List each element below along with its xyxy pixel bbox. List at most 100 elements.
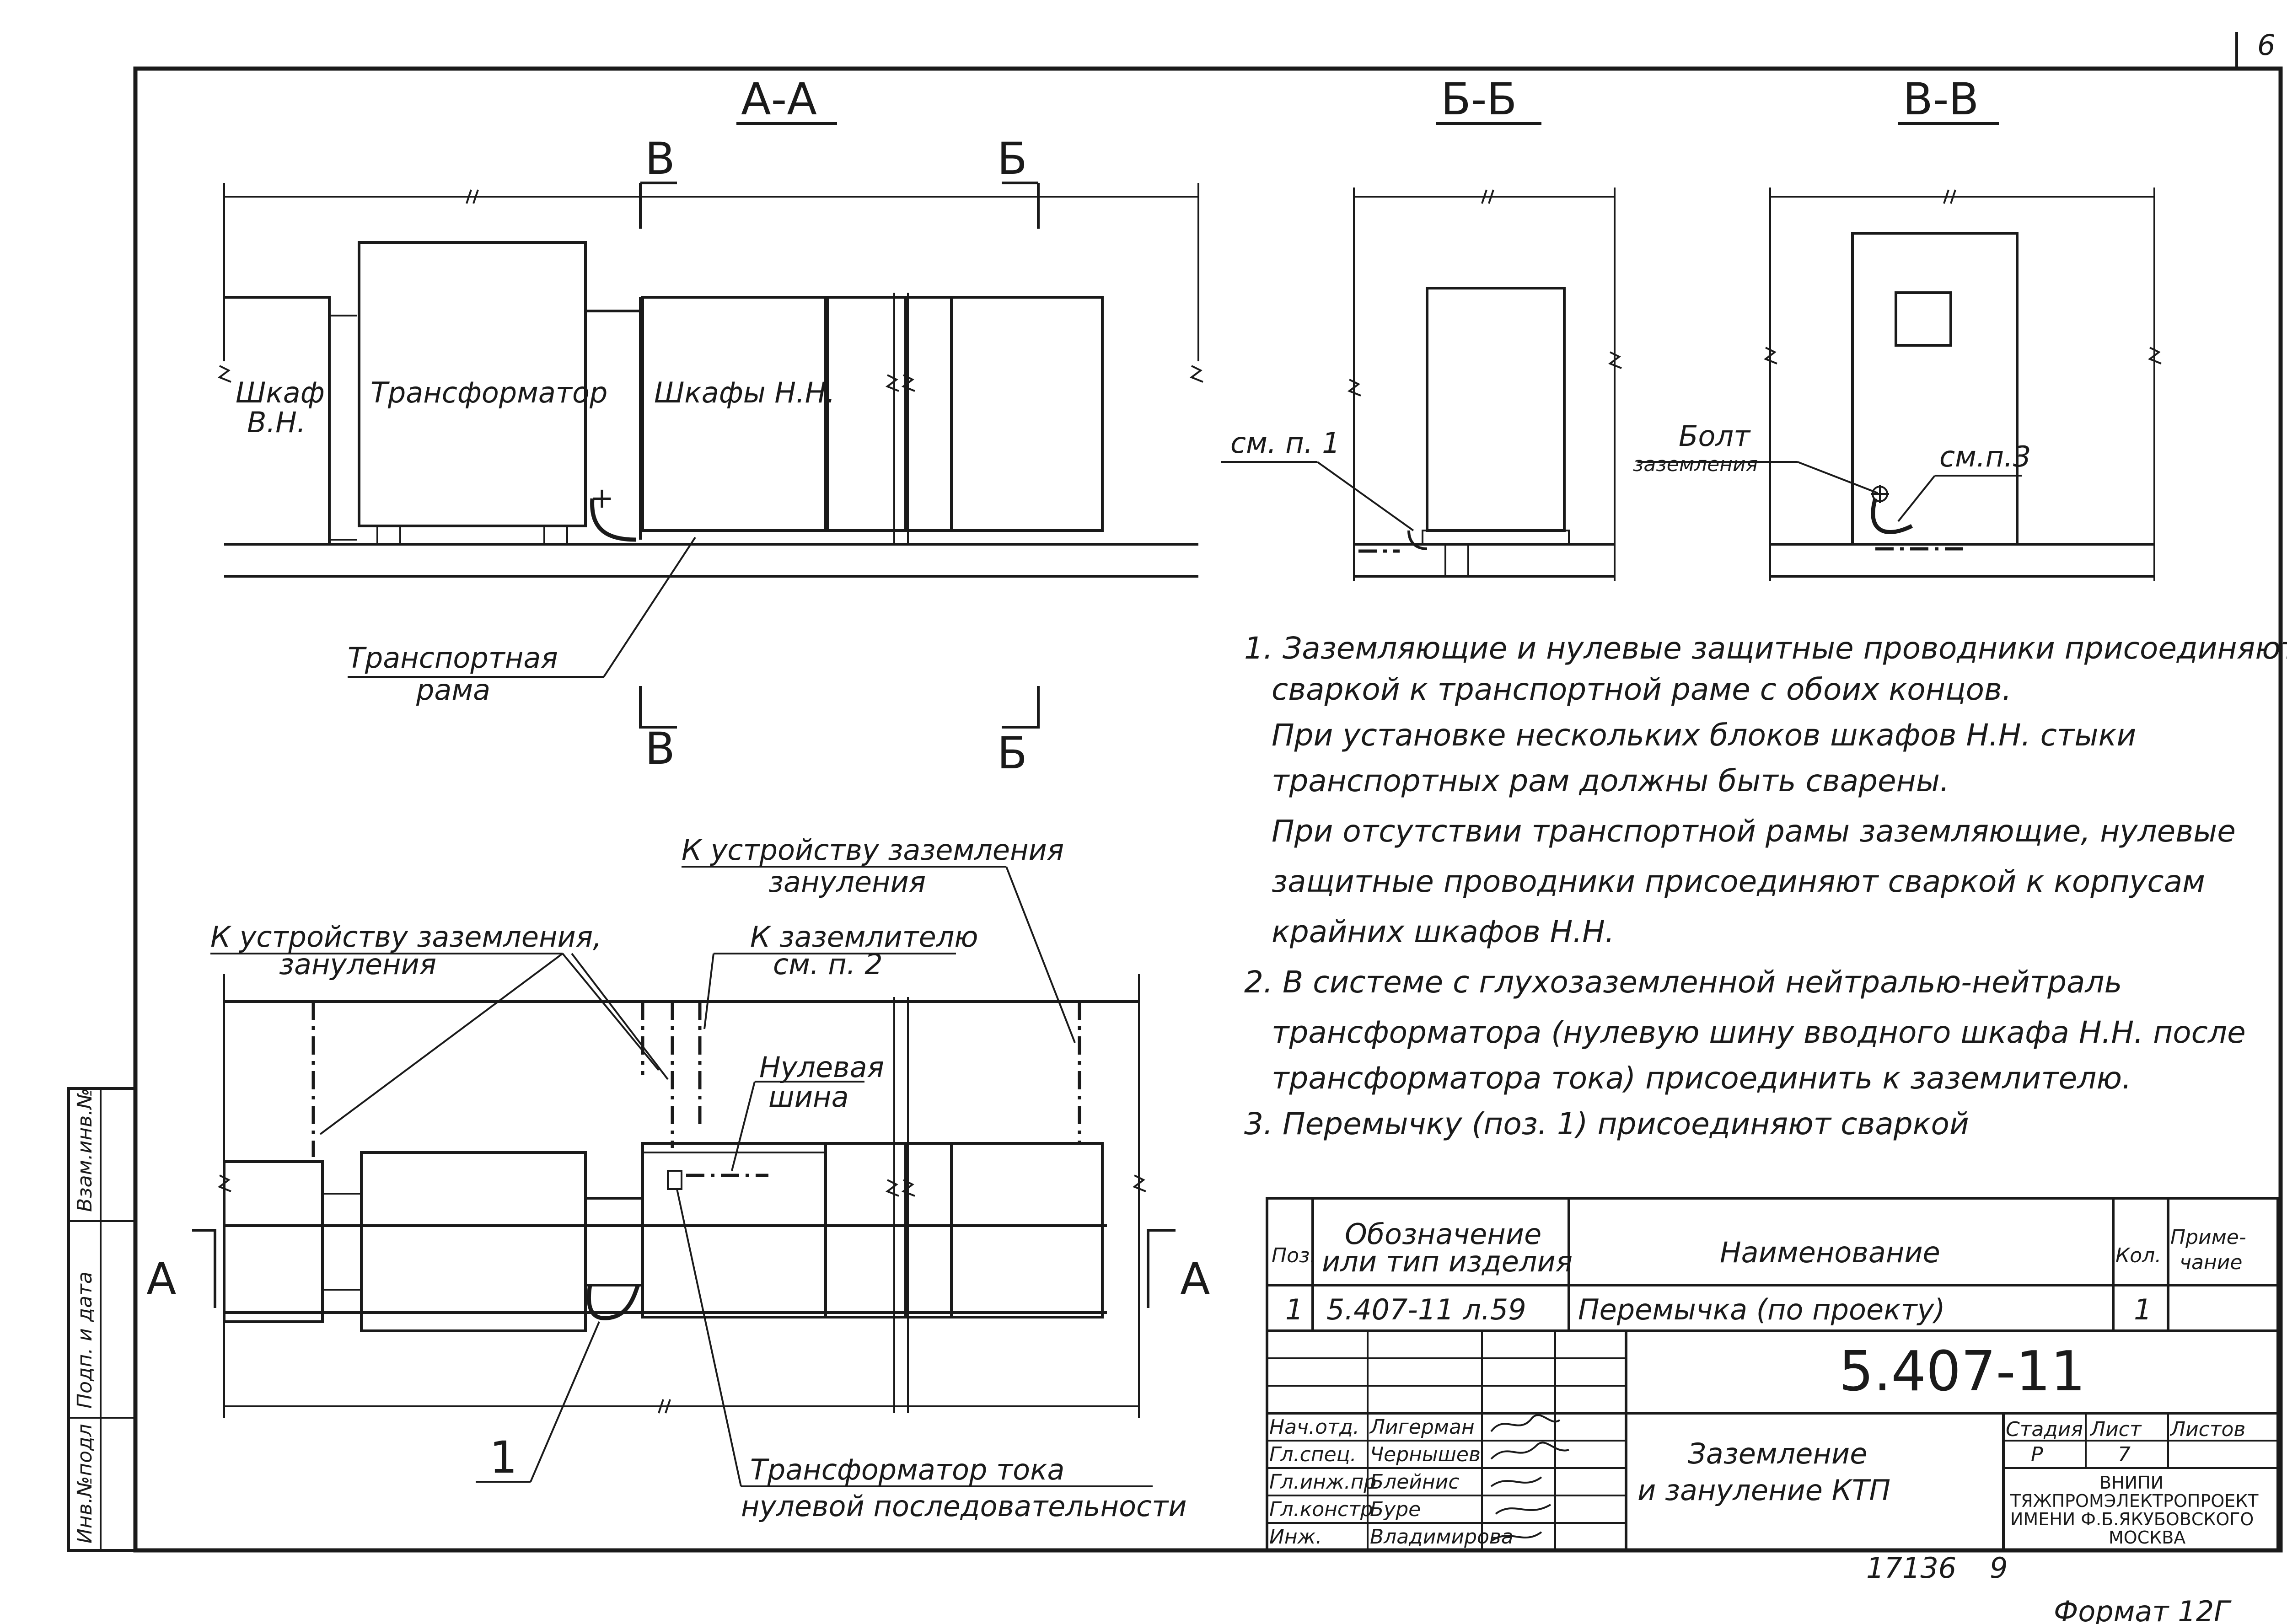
vv-cabinet — [1851, 232, 2019, 546]
section-vv-view: Болт заземления см.п.3 — [1633, 188, 2162, 581]
note-line: трансформатора (нулевую шину вводного шк… — [1272, 1015, 2246, 1050]
sheet-header: Лист — [2089, 1418, 2142, 1441]
cut-v-top: В — [645, 133, 675, 184]
signature-role: Инж. — [1269, 1525, 1322, 1549]
sheets-header: Листов — [2169, 1418, 2245, 1441]
org-line-1: ВНИПИ — [2099, 1473, 2164, 1493]
to-grounding-right-2: зануления — [768, 865, 926, 899]
sheet-value: 7 — [2118, 1443, 2131, 1466]
hv-cabinet-label-2: В.Н. — [247, 406, 306, 439]
signature-name: Чернышев — [1370, 1443, 1481, 1466]
svg-text:+: + — [590, 481, 614, 515]
section-aa-title: А-А — [741, 74, 817, 125]
transformer-body — [358, 241, 587, 527]
see-p3-label: см.п.3 — [1939, 440, 2031, 473]
org-line-4: МОСКВА — [2109, 1528, 2185, 1548]
note-line: защитные проводники присоединяют сваркой… — [1272, 864, 2205, 899]
title-block: 5.407-11 Заземление и зануление КТП Стад… — [1266, 1329, 2279, 1552]
note-line: При установке нескольких блоков шкафов Н… — [1272, 718, 2136, 753]
hv-cabinet-label-1: Шкаф — [236, 376, 325, 409]
plan-lv-cabinet-2 — [824, 1142, 907, 1318]
spec-header-note-2: чание — [2180, 1251, 2242, 1274]
spec-row-designation: 5.407-11 л.59 — [1326, 1293, 1526, 1326]
note-line: трансформатора тока) присоединить к зазе… — [1272, 1061, 2131, 1096]
spec-header-qty: Кол. — [2115, 1244, 2161, 1267]
to-grounding-left-2: зануления — [279, 948, 436, 981]
bolt-label-1: Болт — [1679, 419, 1751, 453]
pos-1-label: 1 — [489, 1432, 517, 1483]
cut-a-right: А — [1180, 1254, 1210, 1305]
spec-header-pos: Поз. — [1272, 1244, 1316, 1267]
spec-row-name: Перемычка (по проекту) — [1578, 1293, 1945, 1326]
title-line-2: и зануление КТП — [1637, 1474, 1890, 1507]
signature-name: Буре — [1370, 1498, 1421, 1521]
note-line: транспортных рам должны быть сварены. — [1272, 763, 1949, 799]
plan-lv-cabinet-1 — [641, 1142, 827, 1318]
cut-b-bottom: Б — [997, 728, 1027, 779]
cut-a-left: А — [146, 1254, 177, 1305]
signature-role: Гл.констр — [1269, 1498, 1373, 1521]
notes: 1. Заземляющие и нулевые защитные провод… — [1244, 631, 2287, 1142]
sheet-frame: 6 — [133, 28, 2283, 1553]
signature-role: Гл.инж.пр — [1269, 1470, 1376, 1494]
bolt-label-2: заземления — [1633, 453, 1758, 476]
spec-header-designation-2: или тип изделия — [1322, 1245, 1573, 1278]
transformer-label: Трансформатор — [370, 376, 607, 409]
note-line: 2. В системе с глухозаземленной нейтраль… — [1244, 965, 2122, 1000]
section-bb-view: см. п. 1 — [1221, 188, 1622, 581]
to-grounding-right-1: К устройству заземления — [682, 833, 1064, 867]
org-line-3: ИМЕНИ Ф.Б.ЯКУБОВСКОГО — [2010, 1509, 2254, 1529]
lv-cabinet-2 — [827, 296, 907, 532]
frame-label-2: рама — [416, 673, 490, 707]
vv-window — [1895, 291, 1952, 347]
spec-header-designation-1: Обозначение — [1345, 1217, 1541, 1251]
note-line: 1. Заземляющие и нулевые защитные провод… — [1244, 631, 2287, 666]
ct-label-2: нулевой последовательности — [741, 1490, 1187, 1523]
signature-name: Владимирова — [1370, 1525, 1514, 1549]
see-p1-label: см. п. 1 — [1230, 426, 1340, 460]
cut-b-top: Б — [997, 133, 1027, 184]
stamp-signature-date: Подп. и дата — [73, 1271, 97, 1409]
lv-cabinets-label: Шкафы Н.Н. — [654, 376, 835, 409]
plan-view: А А К устройству заземления, зануления К… — [146, 833, 1210, 1523]
stage-value: Р — [2031, 1443, 2043, 1466]
ct-label-1: Трансформатор тока — [750, 1453, 1065, 1486]
spec-row-qty: 1 — [2134, 1293, 2152, 1326]
plan-lv-cabinet-3 — [950, 1142, 1104, 1318]
signature-name: Лигерман — [1369, 1415, 1475, 1439]
archive-digit: 9 — [1990, 1551, 2008, 1585]
lv-cabinet-1 — [641, 296, 827, 532]
spec-header-name: Наименование — [1720, 1236, 1940, 1269]
page-marker: 6 — [2257, 28, 2275, 62]
note-line: При отсутствии транспортной рамы заземля… — [1272, 814, 2236, 849]
to-electrode-2: см. п. 2 — [773, 948, 883, 981]
stamp-original-inv: Инв.№подл — [73, 1424, 97, 1544]
cut-v-bottom: В — [645, 723, 675, 774]
spec-row-pos: 1 — [1285, 1293, 1303, 1326]
format-label: Формат 12Г — [2054, 1595, 2232, 1624]
signature-name: Блейнис — [1370, 1470, 1460, 1494]
signature-role: Гл.спец. — [1269, 1443, 1357, 1466]
note-line: 3. Перемычку (поз. 1) присоединяют сварк… — [1244, 1106, 1969, 1142]
plan-hv-cabinet — [223, 1160, 324, 1323]
note-line: сваркой к транспортной раме с обоих конц… — [1272, 672, 2012, 707]
org-line-2: ТЯЖПРОМЭЛЕКТРОПРОЕКТ — [2010, 1491, 2259, 1511]
stage-header: Стадия — [2006, 1418, 2083, 1441]
signature-role: Нач.отд. — [1269, 1415, 1359, 1439]
spec-table: Поз. Обозначение или тип изделия Наимено… — [1266, 1197, 2279, 1332]
doc-number: 5.407-11 — [1839, 1340, 2086, 1404]
section-bb-title: Б-Б — [1441, 74, 1517, 125]
neutral-bus-2: шина — [768, 1080, 849, 1114]
spec-header-note-1: Приме- — [2170, 1226, 2246, 1249]
note-line: крайних шкафов Н.Н. — [1272, 914, 1615, 949]
to-grounding-left-1: К устройству заземления, — [210, 920, 602, 954]
plan-transformer — [360, 1151, 587, 1332]
section-aa-view: В Б Шкаф В.Н. Трансформатор + Шкафы Н.Н. — [217, 133, 1203, 779]
signature-scribble — [1490, 1414, 1569, 1542]
side-stamp: Взам.инв.№ Подп. и дата Инв.№подл — [67, 1087, 137, 1552]
archive-number: 17136 — [1866, 1551, 1956, 1585]
lv-cabinet-3 — [950, 296, 1104, 532]
frame-label-1: Транспортная — [348, 641, 558, 675]
stamp-replaced-inv: Взам.инв.№ — [73, 1088, 97, 1212]
